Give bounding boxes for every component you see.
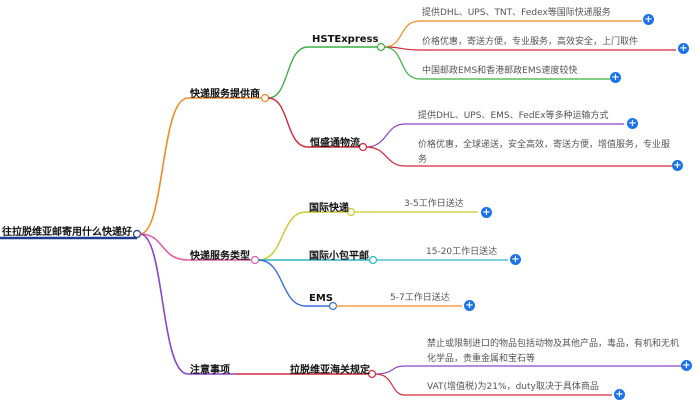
topic-providers[interactable]: 快递服务提供商	[190, 89, 260, 100]
dot-types[interactable]	[250, 255, 260, 265]
leaf-small-packet-time: 15-20工作日送达	[426, 247, 498, 257]
expand-icon[interactable]: +	[681, 360, 692, 371]
edge-root-types	[139, 233, 189, 261]
expand-icon[interactable]: +	[481, 207, 492, 218]
expand-icon[interactable]: +	[610, 72, 621, 83]
topic-hengshengtong[interactable]: 恒盛通物流	[310, 138, 360, 149]
dot-hengsheng[interactable]	[358, 142, 368, 152]
leaf-hst-advantages: 价格优惠，寄送方便，专业服务，高效安全，上门取件	[422, 37, 639, 47]
dot-hst[interactable]	[376, 42, 386, 52]
edge-hst-leaf3	[383, 46, 421, 80]
leaf-customs-vat: VAT(增值税)为21%，duty取决于具体商品	[427, 382, 599, 392]
topic-intl-small-packet[interactable]: 国际小包平邮	[309, 251, 369, 262]
leaf-hs-advantages: 价格优惠，全球递送，安全高效，寄送方便，增值服务，专业服务	[418, 140, 671, 165]
leaf-ems-time: 5-7工作日送达	[390, 293, 450, 303]
expand-icon[interactable]: +	[614, 389, 625, 400]
leaf-intl-express-time: 3-5工作日送达	[404, 199, 464, 209]
edge-hs-leaf2	[365, 146, 406, 167]
edge-customs-leaf2	[374, 373, 406, 396]
topic-latvia-customs[interactable]: 拉脱维亚海关规定	[290, 365, 370, 376]
edge-providers-hst2	[267, 97, 309, 148]
topic-hstexpress[interactable]: HSTExpress	[312, 34, 379, 45]
topic-ems[interactable]: EMS	[309, 293, 333, 304]
edge-customs-leaf1	[374, 365, 406, 375]
edge-hs-leaf1	[365, 123, 406, 148]
expand-icon[interactable]: +	[678, 43, 689, 54]
expand-icon[interactable]: +	[510, 254, 521, 265]
expand-icon[interactable]: +	[672, 160, 683, 171]
root-topic[interactable]: 往拉脱维亚邮寄用什么快递好	[2, 227, 132, 238]
edge-providers-hst	[267, 46, 309, 99]
expand-icon[interactable]: +	[643, 14, 654, 25]
leaf-hs-methods: 提供DHL、UPS、EMS、FedEx等多种运输方式	[418, 111, 609, 121]
leaf-customs-prohibited: 禁止或限制进口的物品包括动物及其他产品，毒品，有机和无机化学品，贵重金属和宝石等	[427, 339, 680, 364]
dot-smallpkt[interactable]	[368, 255, 378, 265]
expand-icon[interactable]: +	[464, 300, 475, 311]
topic-service-types[interactable]: 快递服务类型	[190, 251, 250, 262]
edge-root-providers	[139, 97, 189, 235]
leaf-hst-ems: 中国邮政EMS和香港邮政EMS速度较快	[422, 66, 578, 76]
topic-notes[interactable]: 注意事项	[190, 365, 230, 376]
leaf-hst-services: 提供DHL、UPS、TNT、Fedex等国际快递服务	[422, 8, 611, 18]
root-collapse-dot[interactable]	[132, 229, 142, 239]
edge-hst-leaf1	[383, 20, 421, 48]
topic-intl-express[interactable]: 国际快递	[309, 203, 349, 214]
edge-root-notes	[139, 233, 189, 375]
edge-types-intl	[257, 211, 307, 261]
edge-types-ems	[257, 259, 307, 307]
dot-providers[interactable]	[260, 93, 270, 103]
expand-icon[interactable]: +	[627, 118, 638, 129]
